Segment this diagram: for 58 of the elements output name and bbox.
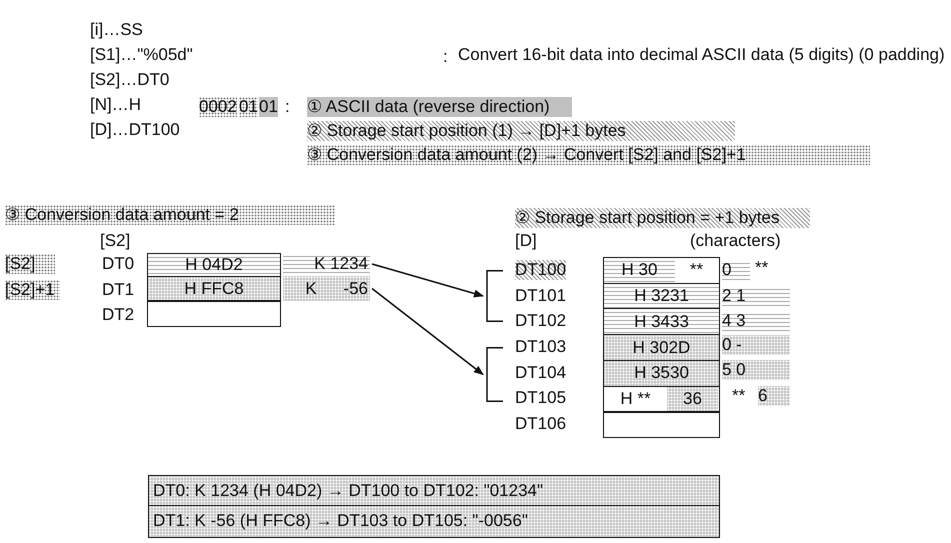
memory-cell bbox=[147, 300, 281, 327]
memory-cell: H 04D2 bbox=[147, 253, 281, 277]
address-label: DT106 bbox=[515, 414, 566, 434]
character-value: ** bbox=[732, 386, 746, 406]
memory-cell: H 302D bbox=[603, 334, 720, 362]
cell-value: ** bbox=[688, 259, 704, 281]
address-label: DT0 bbox=[102, 254, 134, 274]
address-label: DT104 bbox=[515, 363, 566, 383]
address-label: DT100 bbox=[515, 260, 566, 280]
option-note: ③ Conversion data amount (2) → Convert [S2] and [S2]+1 bbox=[307, 145, 870, 165]
character-value: 6 bbox=[758, 386, 790, 406]
memory-cell: H FFC8 bbox=[147, 276, 281, 302]
character-value: 0 bbox=[722, 260, 750, 280]
column-header: [S2] bbox=[100, 231, 130, 251]
separator-colon: : bbox=[285, 97, 290, 117]
memory-cell: H 3530 bbox=[603, 360, 720, 387]
column-header: [D] bbox=[515, 231, 537, 251]
arrow bbox=[372, 263, 484, 298]
summary-row: DT1: K -56 (H FFC8) → DT103 to DT105: "-0056" bbox=[148, 504, 720, 538]
memory-cell: H 3231 bbox=[603, 282, 720, 310]
address-label: DT103 bbox=[515, 337, 566, 357]
summary-row: DT0: K 1234 (H 04D2) → DT100 to DT102: "01234" bbox=[148, 475, 720, 506]
address-label: [S2] bbox=[5, 254, 55, 274]
arrow bbox=[372, 288, 484, 376]
decimal-value: K -56 bbox=[283, 276, 370, 301]
cell-value: H 30 bbox=[604, 258, 675, 284]
separator-colon: : bbox=[443, 47, 448, 67]
operand-label: [D]…DT100 bbox=[90, 120, 180, 140]
description-text: Convert 16-bit data into decimal ASCII data (5 digits) (0 padding) bbox=[458, 45, 945, 65]
highlight-note: ③ Conversion data amount = 2 bbox=[5, 205, 335, 225]
address-label: DT102 bbox=[515, 311, 566, 331]
address-label: DT1 bbox=[102, 280, 134, 300]
memory-cell bbox=[603, 386, 720, 413]
address-label: [S2]+1 bbox=[5, 280, 60, 300]
option-note: ② Storage start position (1) → [D]+1 bytes bbox=[307, 121, 735, 141]
operand-label: [S2]…DT0 bbox=[90, 70, 170, 90]
operand-label: [N]…H bbox=[90, 95, 141, 115]
operand-label: [i]…SS bbox=[90, 20, 143, 40]
character-value: 5 0 bbox=[722, 360, 790, 380]
option-note: ① ASCII data (reverse direction) bbox=[307, 97, 572, 117]
memory-cell: H 3433 bbox=[603, 308, 720, 336]
hex-digits: 0002 bbox=[199, 97, 237, 117]
hex-digits: 01 bbox=[239, 97, 258, 117]
address-label: DT105 bbox=[515, 388, 566, 408]
character-value: ** bbox=[755, 258, 768, 278]
character-value: 4 3 bbox=[722, 311, 790, 331]
highlight-note: ② Storage start position = +1 bytes bbox=[515, 208, 810, 228]
address-label: DT101 bbox=[515, 286, 566, 306]
character-value: 0 - bbox=[722, 335, 790, 355]
character-value: 2 1 bbox=[722, 286, 790, 306]
column-header: (characters) bbox=[690, 231, 781, 251]
decimal-value: K 1234 bbox=[283, 253, 370, 275]
operand-label: [S1]…"%05d" bbox=[90, 45, 193, 65]
hex-digits: 01 bbox=[259, 97, 278, 117]
memory-cell bbox=[603, 411, 720, 438]
cell-value: 36 bbox=[667, 386, 718, 412]
cell-value: H ** bbox=[619, 388, 652, 410]
address-label: DT2 bbox=[102, 305, 134, 325]
